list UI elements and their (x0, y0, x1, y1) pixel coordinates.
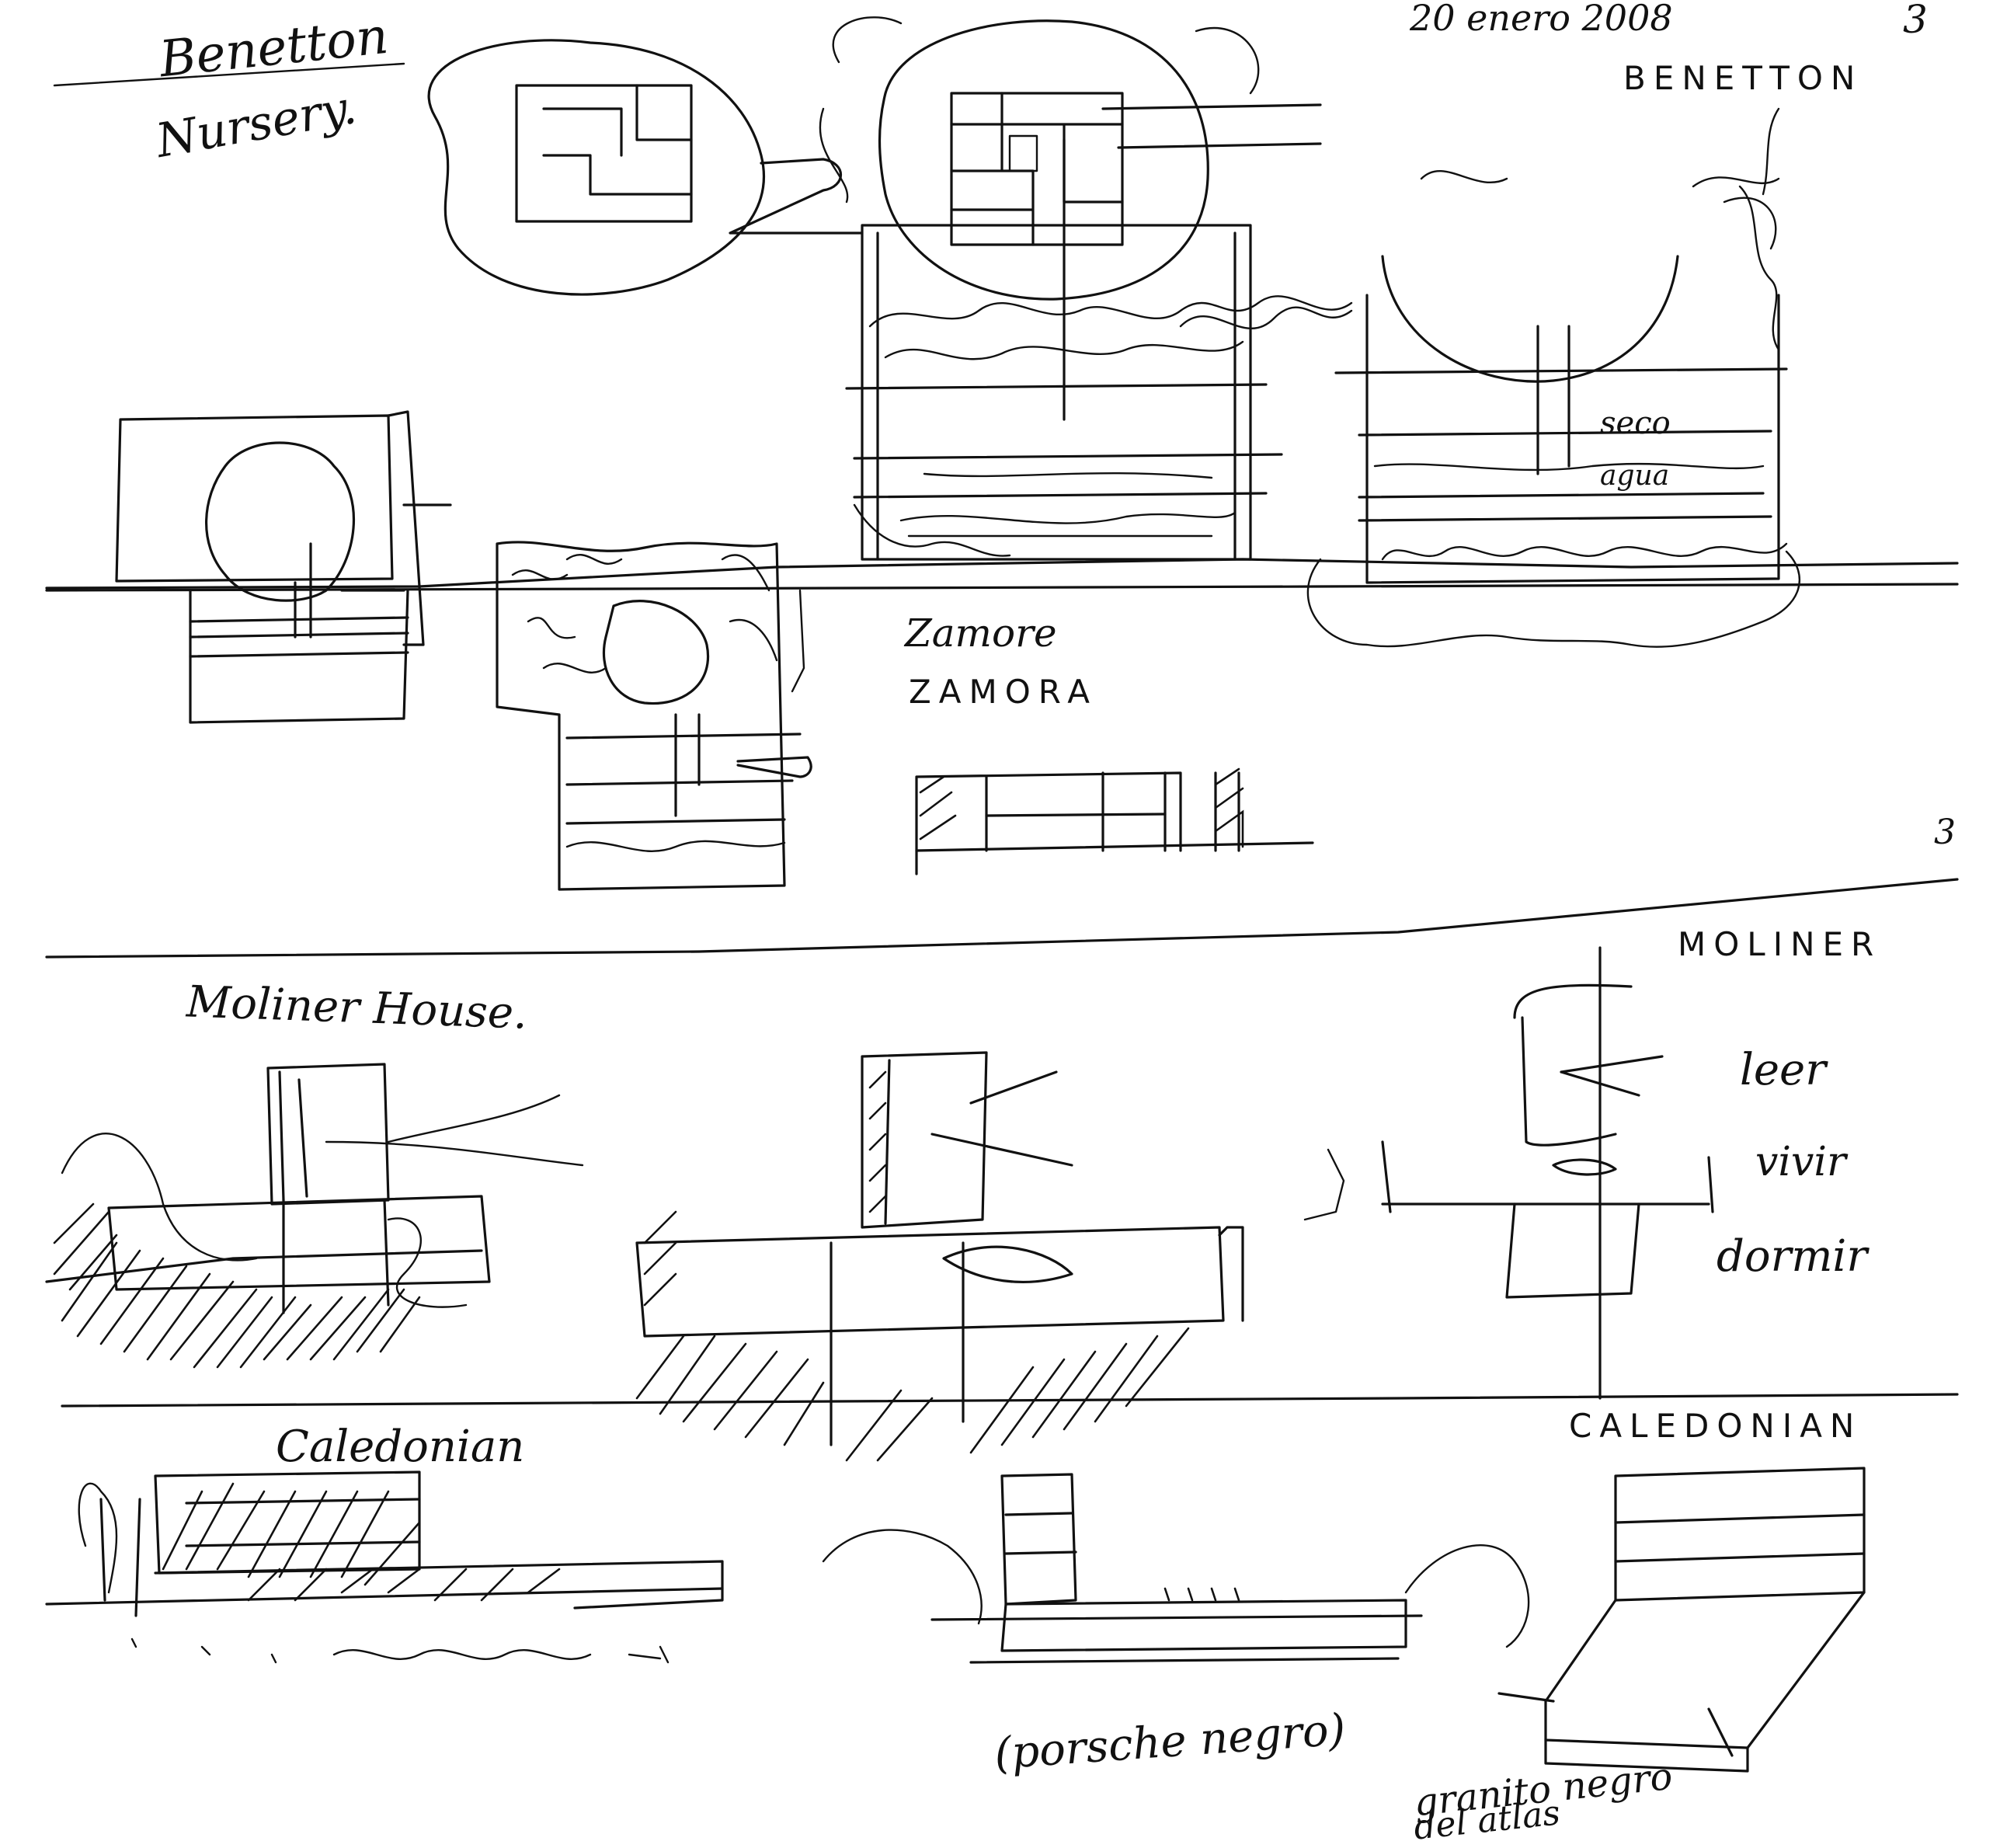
benetton-elevation-left (115, 410, 452, 724)
moliner-elevation-center (635, 1051, 1244, 1462)
header-stroke (53, 62, 405, 87)
zamora-small-elevation (915, 767, 1314, 875)
caledonian-elevation-center (822, 1473, 1530, 1664)
benetton-plan-bubble-left (427, 39, 864, 296)
section-divider-upper (45, 878, 1959, 959)
note-vivir: vivir (1755, 1139, 1846, 1185)
note-moliner-house: Moliner House. (186, 976, 528, 1039)
note-caledonian-script: Caledonian (276, 1422, 525, 1472)
caledonian-elevation-left (45, 1470, 724, 1664)
section-divider-top (45, 583, 1959, 592)
moliner-elevation-left (45, 1063, 584, 1369)
note-zamora-1: Zamore (905, 611, 1057, 656)
note-zamora-2: ZAMORA (909, 673, 1098, 711)
note-page-number-top: 3 (1903, 0, 1928, 42)
benetton-elevation-center (845, 224, 1353, 561)
note-date: 20 enero 2008 (1410, 0, 1673, 39)
section-divider-lower (61, 1393, 1959, 1408)
note-seco: seco (1600, 405, 1671, 441)
note-leer: leer (1740, 1045, 1826, 1095)
note-benetton-caps: BENETTON (1623, 59, 1863, 97)
benetton-elevation-right (1306, 107, 1800, 648)
note-dormir: dormir (1717, 1231, 1868, 1282)
note-page-number-side: 3 (1934, 813, 1956, 852)
zamora-elevation (496, 541, 812, 891)
note-caledonian-caps: CALEDONIAN (1569, 1407, 1863, 1445)
note-agua: agua (1600, 460, 1670, 492)
note-moliner-caps: MOLINER (1678, 925, 1882, 963)
moliner-section-diagram (1303, 946, 1714, 1400)
benetton-ground-line (45, 558, 1959, 590)
caledonian-isometric-block (1497, 1467, 1866, 1773)
benetton-plan-bubble-center (819, 16, 1322, 421)
